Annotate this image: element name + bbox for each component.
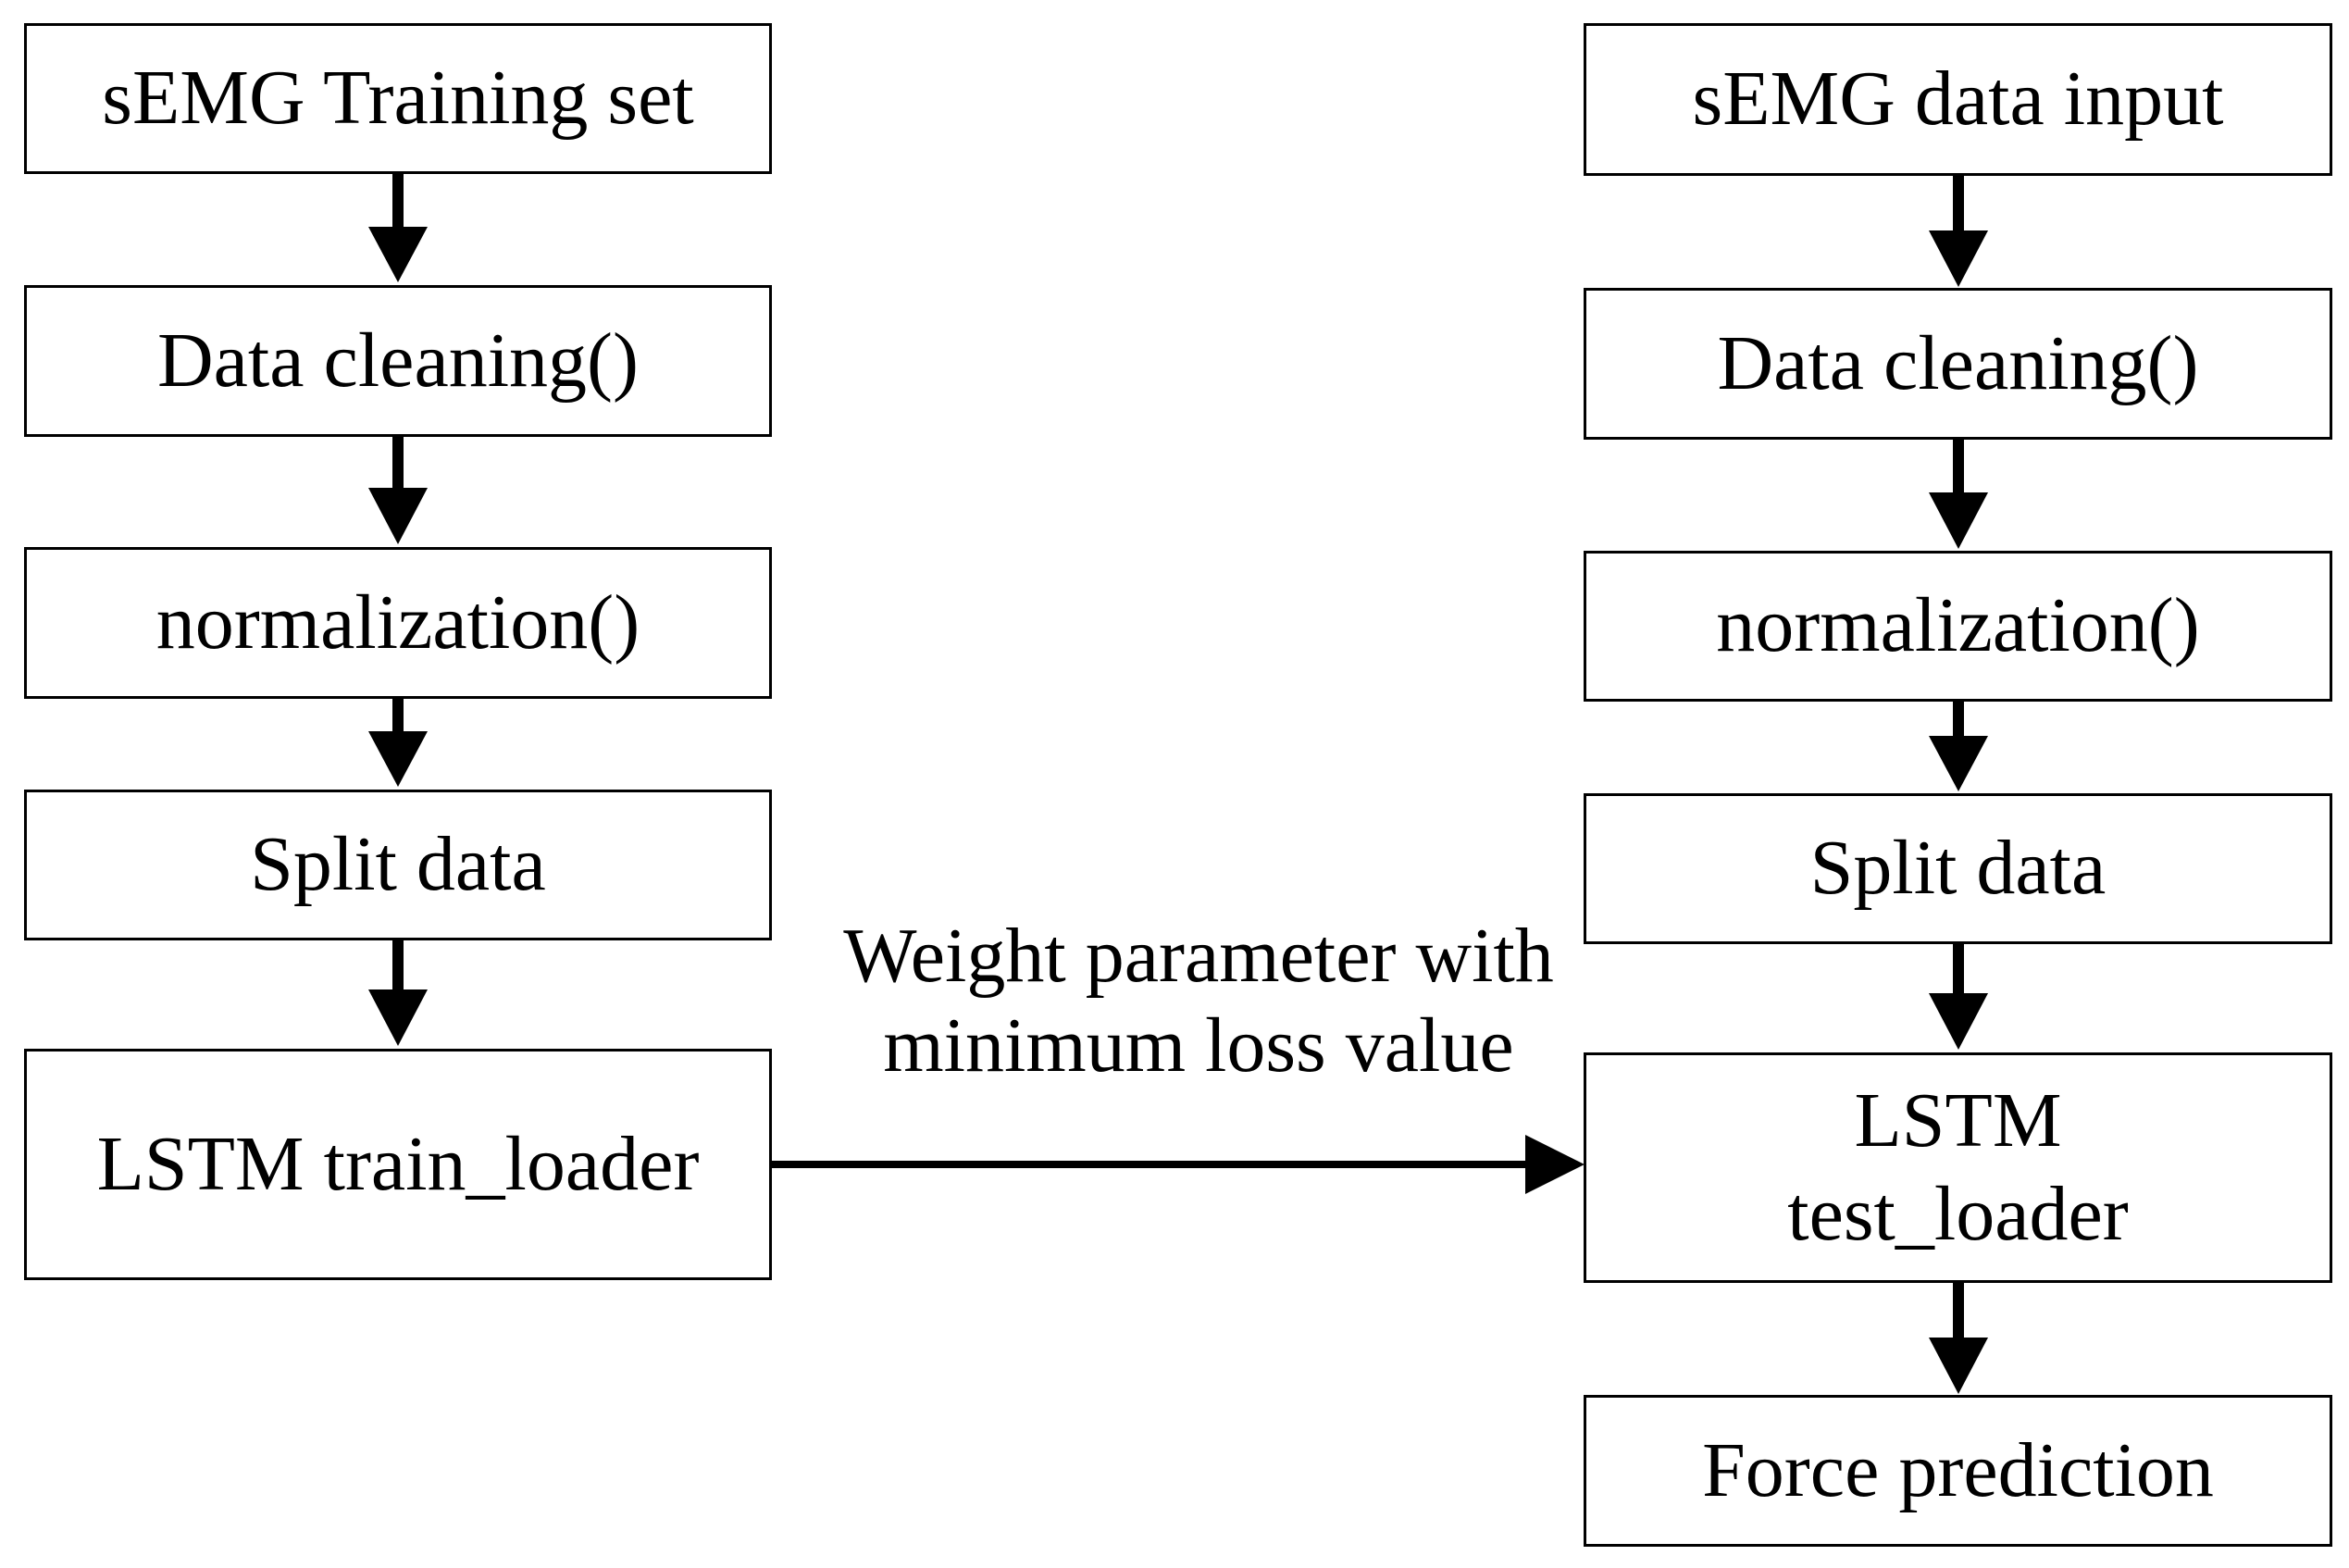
left-box-lstm-train-loader-label: LSTM train_loader bbox=[96, 1120, 700, 1207]
left-box-split-data: Split data bbox=[24, 790, 772, 940]
arrow-right-1-2 bbox=[1929, 176, 1988, 287]
right-box-data-cleaning: Data cleaning() bbox=[1584, 288, 2332, 440]
arrow-right-3-4 bbox=[1929, 702, 1988, 791]
right-box-force-prediction: Force prediction bbox=[1584, 1395, 2332, 1547]
connector-caption-line2: minimum loss value bbox=[883, 1002, 1514, 1089]
left-box-normalization-label: normalization() bbox=[155, 579, 640, 666]
right-box-split-data: Split data bbox=[1584, 793, 2332, 944]
right-box-data-input-label: sEMG data input bbox=[1692, 56, 2224, 143]
left-box-training-set-label: sEMG Training set bbox=[102, 55, 694, 142]
left-box-training-set: sEMG Training set bbox=[24, 23, 772, 174]
right-box-data-cleaning-label: Data cleaning() bbox=[1717, 319, 2199, 406]
arrow-left-4-5 bbox=[368, 940, 428, 1046]
arrow-train-to-test bbox=[768, 1135, 1585, 1194]
arrow-right-5-6 bbox=[1929, 1283, 1988, 1394]
left-box-data-cleaning-label: Data cleaning() bbox=[156, 317, 640, 404]
right-box-split-data-label: Split data bbox=[1809, 825, 2107, 912]
left-box-normalization: normalization() bbox=[24, 547, 772, 699]
right-box-normalization: normalization() bbox=[1584, 551, 2332, 702]
right-box-lstm-test-loader-line1: LSTM bbox=[1854, 1076, 2062, 1164]
left-box-lstm-train-loader: LSTM train_loader bbox=[24, 1049, 772, 1280]
right-arrows bbox=[1929, 176, 1988, 1394]
arrow-right-4-5 bbox=[1929, 944, 1988, 1050]
arrow-left-2-3 bbox=[368, 437, 428, 544]
left-box-data-cleaning: Data cleaning() bbox=[24, 285, 772, 437]
arrow-left-3-4 bbox=[368, 699, 428, 787]
arrow-right-2-3 bbox=[1929, 440, 1988, 549]
left-arrows bbox=[368, 174, 428, 1046]
right-box-data-input: sEMG data input bbox=[1584, 23, 2332, 176]
right-box-normalization-label: normalization() bbox=[1716, 582, 2200, 669]
left-box-split-data-label: Split data bbox=[250, 821, 546, 908]
arrow-left-1-2 bbox=[368, 174, 428, 282]
right-box-force-prediction-label: Force prediction bbox=[1702, 1426, 2214, 1513]
right-box-lstm-test-loader-line2: test_loader bbox=[1787, 1170, 2129, 1257]
connector-caption-line1: Weight parameter with bbox=[843, 913, 1554, 999]
right-box-lstm-test-loader: LSTM test_loader bbox=[1584, 1052, 2332, 1283]
connector-caption: Weight parameter with minimum loss value bbox=[782, 912, 1615, 1090]
